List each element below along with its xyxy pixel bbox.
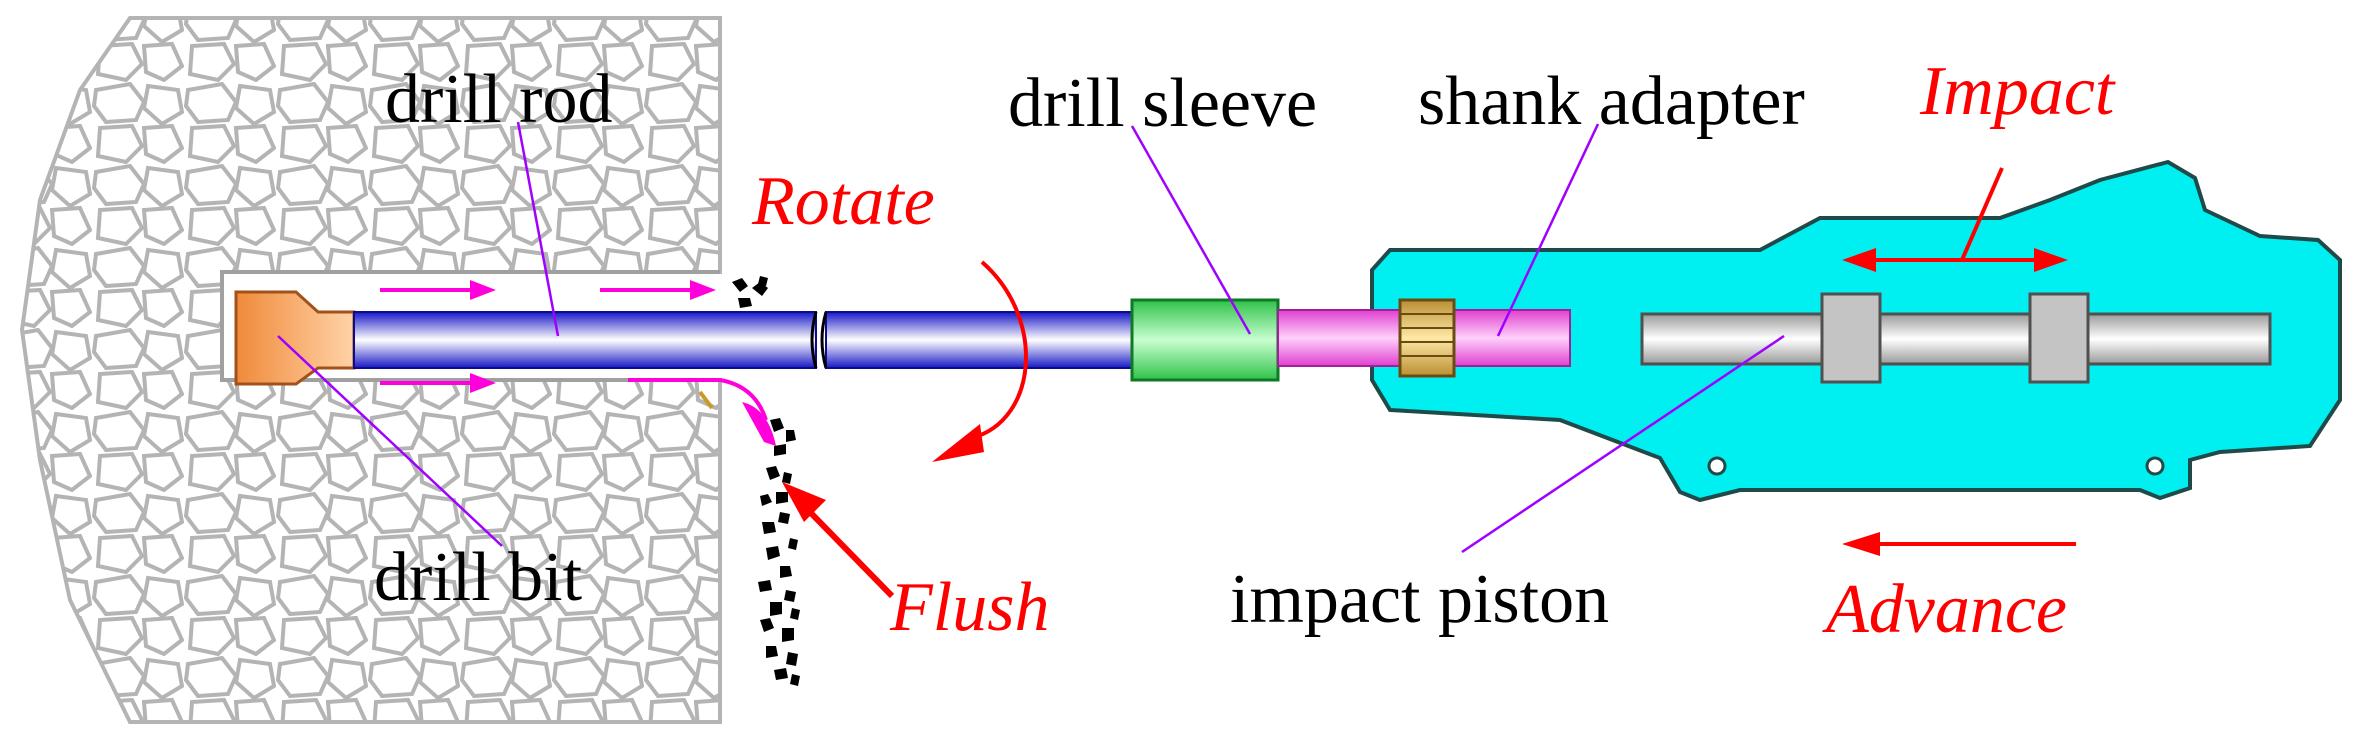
impact-arrows: [1842, 167, 2068, 272]
label-drill-rod: drill rod: [385, 61, 612, 138]
action-advance: Advance: [1822, 571, 2067, 648]
label-impact-piston: impact piston: [1230, 561, 1609, 638]
advance-arrow: [1842, 532, 2076, 556]
action-flush: Flush: [889, 569, 1049, 646]
leader-drill-rod: [516, 121, 560, 337]
rock-mass: [19, 16, 722, 724]
label-drill-sleeve: drill sleeve: [1008, 65, 1317, 142]
shank-adapter-collar: [1398, 298, 1456, 378]
action-rotate: Rotate: [751, 163, 935, 240]
leader-shank-adapter: [1496, 123, 1600, 337]
flush-arrow: [782, 482, 895, 599]
leader-impact-piston: [1461, 334, 1785, 554]
piston-land-right: [2028, 292, 2090, 384]
label-shank-adapter: shank adapter: [1418, 63, 1805, 140]
action-impact: Impact: [1919, 53, 2116, 130]
piston-land-left: [1820, 292, 1882, 384]
impact-piston: [1640, 292, 2272, 384]
leader-lines: [277, 121, 1785, 554]
rock-chips: [732, 276, 800, 686]
drill-sleeve: [1130, 298, 1280, 382]
drill-rod: [353, 311, 1133, 369]
label-drill-bit: drill bit: [374, 539, 583, 616]
leader-drill-sleeve: [1130, 125, 1252, 335]
rod-break-mark: [810, 311, 818, 369]
leader-drill-bit: [277, 335, 503, 547]
rotate-arrow: [932, 260, 1028, 462]
flush-flow-arrows: [380, 280, 776, 446]
housing-mount-hole-left: [1707, 456, 1727, 476]
housing-mount-hole-right: [2145, 456, 2165, 476]
